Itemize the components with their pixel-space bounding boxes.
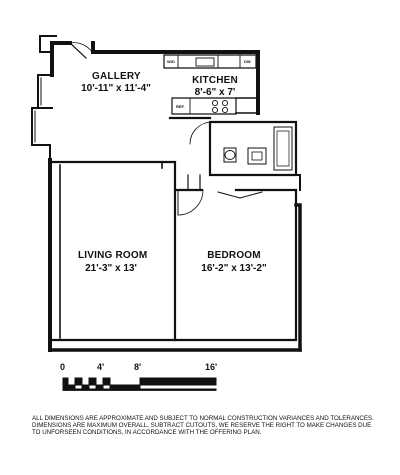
bathroom-sink	[247, 147, 267, 165]
gallery-label: GALLERY	[92, 71, 141, 82]
bedroom-label: BEDROOM	[207, 250, 261, 261]
disclaimer-line: TO UNFORSEEN CONDITIONS, IN ACCORDANCE W…	[32, 429, 262, 437]
dishwasher-label: DW	[244, 59, 251, 64]
bathroom-door-swing	[189, 121, 213, 145]
toilet	[223, 147, 237, 163]
disclaimer-text: ALL DIMENSIONS ARE APPROXIMATE AND SUBJE…	[32, 415, 392, 437]
kitchen-sink	[195, 57, 215, 67]
bay-window-upper	[37, 74, 53, 109]
scale-tick-16: 16'	[205, 362, 218, 372]
scale-tick-0: 0	[60, 362, 66, 372]
gallery-dimensions: 10'-11" x 11'-4"	[81, 83, 151, 94]
west-wall	[48, 50, 54, 352]
scale-tick-4: 4'	[97, 362, 105, 372]
living-room-walls	[50, 160, 177, 342]
refrigerator-label: REF.	[176, 104, 185, 109]
bedroom-dimensions: 16'-2" x 13'-2"	[201, 263, 267, 274]
kitchen-counter	[163, 54, 257, 69]
east-wall	[294, 203, 302, 352]
living-room-label: LIVING ROOM	[78, 250, 148, 261]
closet-doors	[217, 191, 263, 199]
living-room-dimensions: 21'-3" x 13'	[85, 263, 137, 274]
exterior-wall	[50, 41, 260, 115]
entry-door	[69, 42, 87, 59]
stove	[211, 99, 229, 114]
kitchen-label: KITCHEN	[192, 75, 238, 86]
scale-bar	[62, 377, 217, 391]
scale-tick-8: 8'	[134, 362, 142, 372]
washer-dryer-label: W/D	[167, 59, 175, 64]
kitchen-lower-counter	[171, 97, 237, 115]
kitchen-dimensions: 8'-6" x 7'	[194, 87, 236, 98]
bathtub	[273, 126, 293, 171]
hall-closet	[187, 174, 201, 191]
disclaimer-line: ALL DIMENSIONS ARE APPROXIMATE AND SUBJE…	[32, 415, 374, 422]
disclaimer-line: DIMENSIONS ARE MAXIMUM OVERALL, SUBTRACT…	[32, 422, 372, 430]
bay-window-lower	[31, 107, 53, 161]
